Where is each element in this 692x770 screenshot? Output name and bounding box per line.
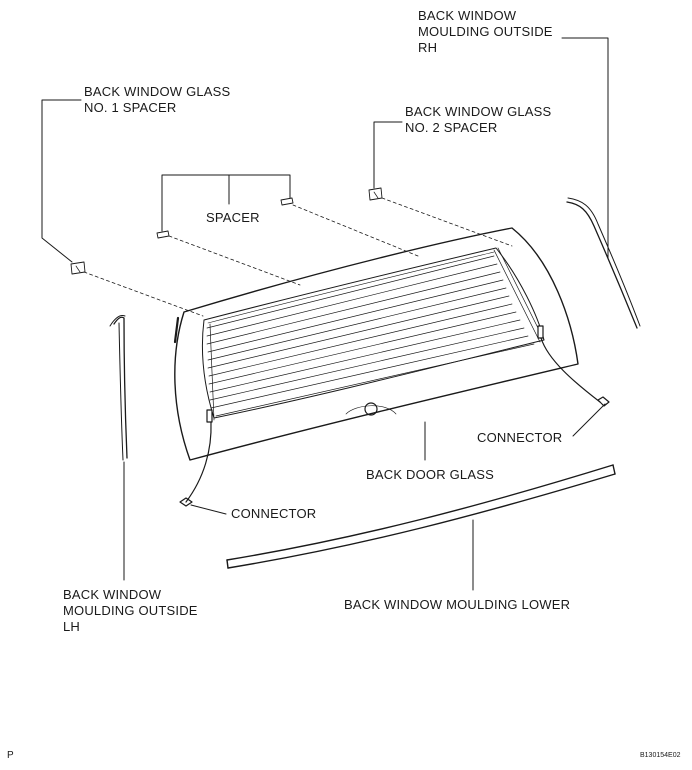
- label-line: BACK WINDOW GLASS: [84, 84, 231, 99]
- no1-spacer-part: [70, 261, 86, 275]
- label-spacer: SPACER: [206, 210, 260, 225]
- label-back-window-moulding-lower: BACK WINDOW MOULDING LOWER: [344, 597, 571, 612]
- no2-spacer-part: [368, 187, 383, 201]
- label-line: NO. 1 SPACER: [84, 100, 177, 115]
- moulding-outside-lh: [109, 315, 128, 461]
- label-back-window-moulding-outside-lh: BACK WINDOW MOULDING OUTSIDE LH: [63, 587, 198, 635]
- moulding-outside-rh: [566, 197, 641, 329]
- label-connector-right: CONNECTOR: [477, 430, 563, 445]
- label-back-window-moulding-outside-rh: BACK WINDOW MOULDING OUTSIDE RH: [418, 8, 553, 56]
- connector-right-wire: [540, 337, 610, 407]
- figure-code: B130154E02: [640, 752, 681, 759]
- label-line: NO. 2 SPACER: [405, 120, 498, 135]
- label-line: RH: [418, 40, 438, 55]
- defogger-lines: [206, 247, 545, 421]
- back-door-glass: [173, 227, 579, 461]
- leader-lines: [41, 37, 609, 591]
- label-line: BACK WINDOW GLASS: [405, 104, 552, 119]
- label-line: BACK WINDOW: [63, 587, 162, 602]
- label-line: MOULDING OUTSIDE: [418, 24, 553, 39]
- moulding-lower: [226, 464, 616, 569]
- label-line: LH: [63, 619, 81, 634]
- label-line: BACK WINDOW: [418, 8, 517, 23]
- label-back-window-glass-no2-spacer: BACK WINDOW GLASS NO. 2 SPACER: [405, 104, 551, 136]
- page-mark: P: [7, 750, 14, 761]
- label-line: MOULDING OUTSIDE: [63, 603, 198, 618]
- label-back-door-glass: BACK DOOR GLASS: [366, 467, 494, 482]
- label-connector-left: CONNECTOR: [231, 506, 317, 521]
- label-back-window-glass-no1-spacer: BACK WINDOW GLASS NO. 1 SPACER: [84, 84, 230, 116]
- connector-left-wire: [179, 421, 212, 507]
- alignment-dashes: [83, 197, 513, 317]
